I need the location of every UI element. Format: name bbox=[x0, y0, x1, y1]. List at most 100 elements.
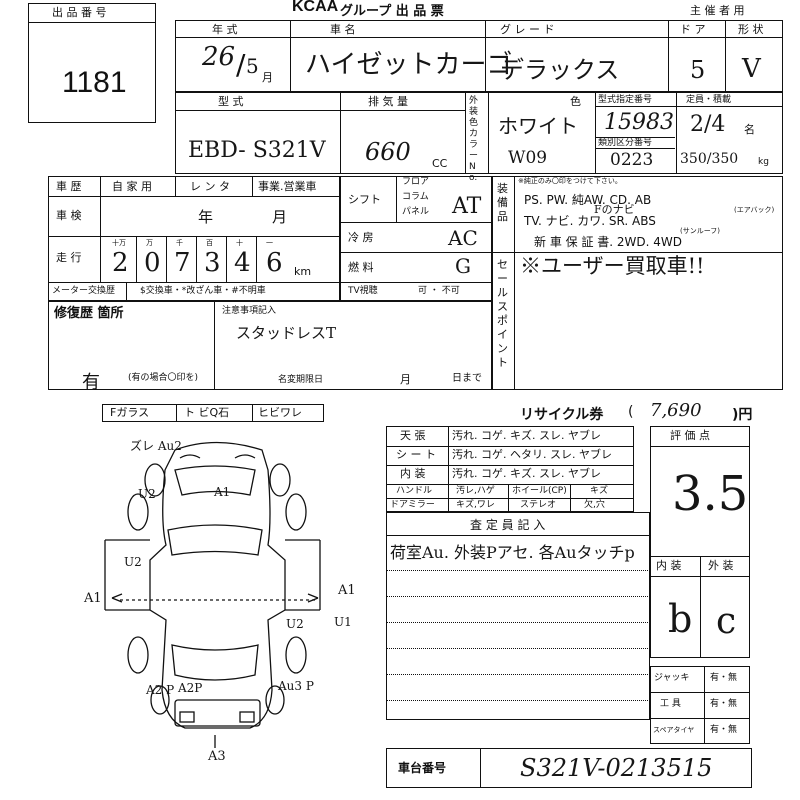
digit-header-10: 十 bbox=[236, 239, 243, 247]
spare-tire-label: スペアタイヤ bbox=[653, 726, 695, 734]
row1-box bbox=[175, 20, 783, 92]
inspection-label: 車 検 bbox=[56, 209, 82, 222]
recycle-yen: )円 bbox=[732, 407, 753, 423]
score-value: 3.5 bbox=[672, 466, 749, 522]
wheel-label: ホイール(CP) bbox=[512, 486, 567, 496]
type-designation-label: 型式指定番号 bbox=[598, 95, 653, 105]
brand-logo: KCAA bbox=[292, 0, 339, 15]
equipment-line2: TV. ナビ. カワ. SR. ABS bbox=[524, 214, 656, 228]
shift-option-panel: パネル bbox=[402, 207, 430, 217]
history-label: 車 歴 bbox=[56, 180, 82, 193]
damage-mark: A1 bbox=[84, 591, 102, 606]
glass-crack-label: ヒビワレ bbox=[258, 406, 302, 419]
glass-chip-label: ト ビQ石 bbox=[184, 406, 230, 419]
ac-label: 冷 房 bbox=[348, 231, 374, 244]
history-box bbox=[48, 176, 340, 301]
year-label: 年 式 bbox=[212, 23, 238, 36]
recycle-value: 7,690 bbox=[650, 400, 702, 421]
interior-row-label: 天 張 bbox=[400, 429, 426, 442]
exterior-score-label: 外 装 bbox=[708, 559, 734, 572]
interior-table bbox=[386, 426, 634, 512]
inspection-year-unit: 年 bbox=[198, 208, 214, 226]
shift-option-floor: フロア bbox=[402, 177, 430, 187]
damage-mark: A1 bbox=[338, 583, 356, 598]
km-unit: km bbox=[294, 265, 312, 278]
inspector-box bbox=[386, 512, 650, 720]
handle-options: 汚レ,ハゲ bbox=[456, 486, 495, 496]
mileage-digit: 7 bbox=[174, 248, 191, 278]
lot-number: 1181 bbox=[62, 66, 127, 99]
meter-notes: $交換車・*改ざん車・#不明車 bbox=[140, 286, 266, 296]
vehicle-name-label: 車 名 bbox=[330, 23, 356, 36]
digit-header-100k: 十万 bbox=[112, 239, 126, 247]
notice-label: 注意事項記入 bbox=[222, 306, 277, 316]
repair-value: 有 bbox=[82, 372, 100, 393]
damage-mark: A1 bbox=[214, 485, 231, 499]
interior-score-label: 内 装 bbox=[656, 559, 682, 572]
sales-point-label: セールスポイント bbox=[497, 258, 508, 369]
load-value: 350/350 bbox=[680, 151, 739, 167]
repair-box bbox=[48, 301, 492, 390]
car-diagram bbox=[104, 441, 321, 748]
tools-box bbox=[650, 666, 750, 744]
inspector-comment: 荷室Au. 外装Pアセ. 各Auタッチp bbox=[390, 543, 635, 562]
year-value: 26 bbox=[202, 42, 236, 72]
damage-mark: A2 P bbox=[146, 683, 175, 697]
month-unit: 月 bbox=[262, 71, 273, 84]
grade-value: デラックス bbox=[500, 56, 620, 84]
interior-row-options: 汚れ. コゲ. ヘタリ. スレ. ヤブレ bbox=[452, 448, 612, 461]
capacity-unit: 名 bbox=[744, 123, 755, 136]
tv-options: 可 ・ 不可 bbox=[418, 286, 460, 296]
spare-tire-options: 有・無 bbox=[710, 725, 738, 735]
meter-exchange-label: メーター交換歴 bbox=[52, 286, 116, 296]
chassis-number: S321V-0213515 bbox=[520, 754, 713, 782]
equipment-line1: PS. PW. 純AW. CD. AB bbox=[524, 193, 652, 207]
capacity-value: 2/4 bbox=[690, 112, 726, 137]
handle-label: ハンドル bbox=[396, 486, 433, 496]
mileage-digit: 4 bbox=[234, 248, 251, 278]
color-value: ホワイト bbox=[498, 114, 578, 138]
sunroof-note: (サンルーフ) bbox=[680, 227, 721, 235]
exterior-color-label: 外装色カラーNo. bbox=[469, 96, 479, 183]
lot-number-box bbox=[28, 3, 156, 123]
mileage-digit: 0 bbox=[144, 248, 161, 278]
tv-label: TV視聴 bbox=[348, 286, 378, 296]
interior-score-value: b bbox=[668, 597, 693, 641]
category-value: 0223 bbox=[610, 150, 654, 170]
displacement-label: 排 気 量 bbox=[368, 95, 408, 108]
fnavi-mark: Fのナビ bbox=[594, 203, 635, 216]
chassis-label: 車台番号 bbox=[398, 761, 447, 775]
damage-mark: U1 bbox=[334, 615, 352, 629]
sales-point-value: ※ユーザー買取車!! bbox=[520, 254, 705, 278]
model-value: EBD- S321V bbox=[188, 138, 326, 163]
stereo-options: 欠,穴 bbox=[584, 500, 605, 510]
equipment-line3: 新 車 保 証 書. 2WD. 4WD bbox=[534, 235, 682, 249]
damage-mark: A2P bbox=[178, 681, 203, 695]
equipment-box bbox=[492, 176, 783, 390]
capacity-label: 定員・積載 bbox=[686, 95, 732, 105]
damage-mark: A3 bbox=[208, 749, 226, 764]
inspection-month-unit: 月 bbox=[272, 208, 288, 226]
grade-label: グ レ ー ド bbox=[500, 23, 555, 36]
repair-note: (有の場合〇印を) bbox=[128, 373, 199, 383]
mileage-digit: 3 bbox=[204, 248, 221, 278]
equipment-note: ※純正のみ〇印をつけて下さい。 bbox=[518, 177, 622, 185]
digit-header-1k: 千 bbox=[176, 239, 183, 247]
digit-header-1: 一 bbox=[266, 239, 273, 247]
spec-box bbox=[340, 176, 492, 301]
fuel-value: G bbox=[455, 254, 471, 278]
type-designation-value: 15983 bbox=[604, 110, 674, 135]
shift-option-column: コラム bbox=[402, 192, 429, 202]
airbag-note: (エアバック) bbox=[734, 206, 775, 214]
digit-header-100: 百 bbox=[206, 239, 213, 247]
ac-value: AC bbox=[448, 226, 478, 250]
row2-box bbox=[175, 92, 783, 174]
month-value: 5 bbox=[246, 54, 259, 78]
tools-options: 有・無 bbox=[710, 699, 738, 709]
damage-mark: U2 bbox=[286, 617, 304, 631]
rental-option: レ ン タ bbox=[190, 180, 230, 193]
vehicle-name: ハイゼットカーゴ bbox=[305, 50, 513, 80]
name-change-label: 名変期限日 bbox=[278, 375, 324, 385]
fuel-label: 燃 料 bbox=[348, 261, 374, 274]
